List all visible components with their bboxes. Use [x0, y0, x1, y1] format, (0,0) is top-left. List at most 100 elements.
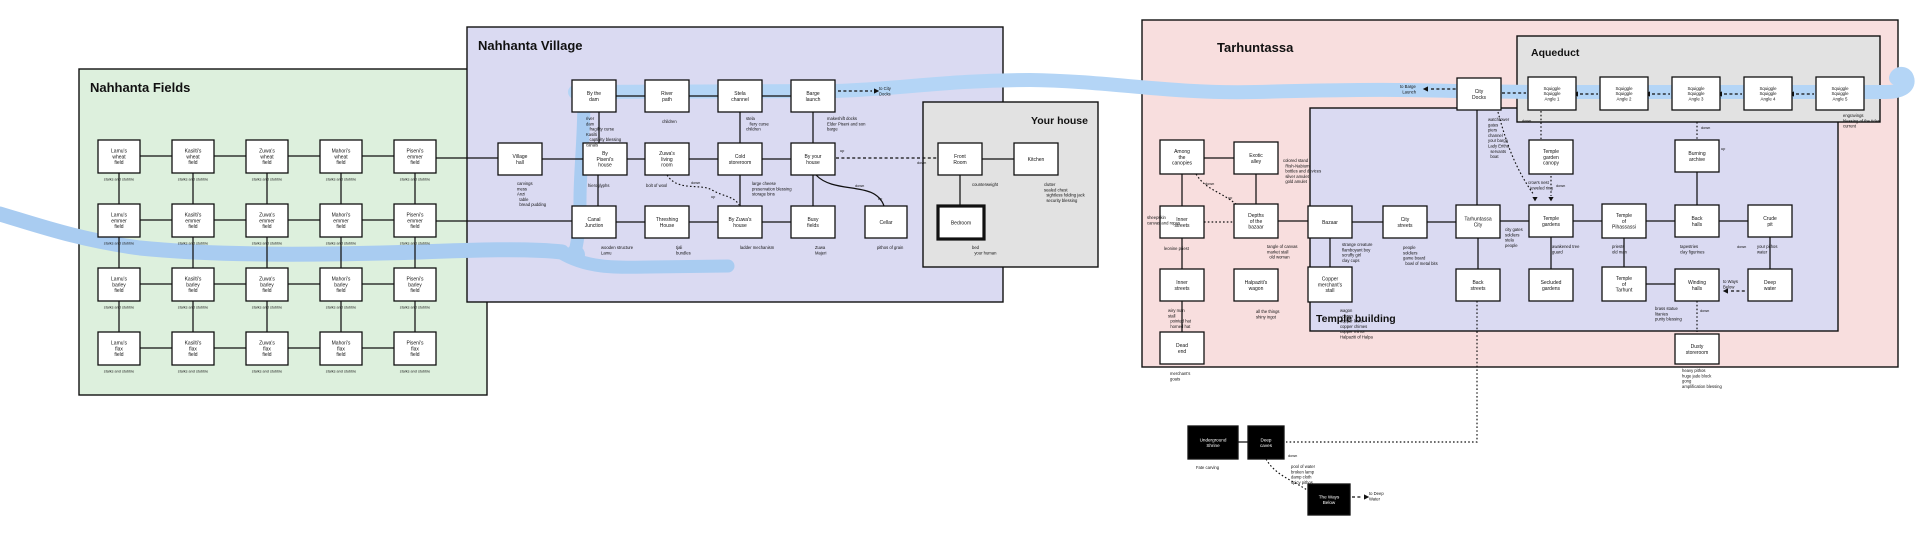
room-lamus-barley-field: [97, 267, 141, 302]
region-title-aqueduct: Aqueduct: [1531, 47, 1580, 59]
annotation: pithos of grain: [877, 245, 904, 250]
room-label-cellar: Cellar: [879, 220, 892, 226]
region-title-your-house: Your house: [1031, 115, 1088, 127]
room-zuwas-wheat-field: [245, 139, 289, 174]
room-sublabel: stalks and stubble: [400, 178, 430, 182]
room-among-the-canopies: [1159, 139, 1205, 175]
annotation: up: [711, 194, 715, 199]
arrow-icon: [1722, 288, 1728, 294]
annotation: down: [1288, 453, 1297, 458]
annotation: up: [1228, 195, 1232, 200]
annotation: bed your human: [972, 245, 997, 255]
room-sublabel: stalks and stubble: [400, 242, 430, 246]
room-lamus-emmer-field: [97, 203, 141, 238]
room-squiggle-angle-2: [1599, 76, 1649, 111]
arrow-icon: [1532, 197, 1538, 202]
room-label-kitchen: Kitchen: [1028, 157, 1045, 163]
room-kasiltis-barley-field: [171, 267, 215, 302]
room-bazaar: [1307, 205, 1353, 239]
arrow-icon: [1548, 197, 1554, 202]
room-sublabel: stalks and stubble: [326, 370, 356, 374]
annotation: to Barge Launch: [1400, 84, 1417, 94]
room-sublabel: stalks and stubble: [104, 242, 134, 246]
room-tarhuntassa-city: [1455, 204, 1501, 239]
room-temple-of-pihassassi: [1601, 203, 1647, 239]
arrow-icon: [1364, 494, 1370, 500]
room-winding-halls: [1674, 268, 1720, 302]
annotation: down: [691, 180, 700, 185]
room-dusty-storeroom: [1674, 333, 1720, 365]
annotation: down: [1556, 183, 1565, 188]
room-lamus-flax-field: [97, 331, 141, 366]
room-squiggle-angle-5: [1815, 76, 1865, 111]
annotation: down: [1737, 244, 1746, 249]
link-dot: [1497, 111, 1535, 196]
room-zuwas-emmer-field: [245, 203, 289, 238]
annotation: down: [917, 160, 926, 165]
room-back-streets: [1455, 268, 1501, 302]
room-crude-pit: [1747, 204, 1793, 238]
room-inner-streets-1: [1159, 205, 1205, 239]
room-pisenis-emmer-field-2: [393, 203, 437, 238]
link-solid: [815, 174, 885, 207]
room-temple-gardens: [1528, 204, 1574, 238]
room-sublabel: stalks and stubble: [178, 242, 208, 246]
room-stela-channel: [717, 79, 763, 113]
room-sublabel: stalks and stubble: [104, 178, 134, 182]
room-copper-merchants-stall: [1307, 266, 1353, 303]
room-by-the-dam: [571, 79, 617, 113]
annotation: down: [1701, 125, 1710, 130]
annotation: down: [1522, 118, 1531, 123]
room-sublabel: stalks and stubble: [400, 306, 430, 310]
room-temple-garden-canopy: [1528, 139, 1574, 175]
annotation: down: [1205, 181, 1214, 186]
room-temple-of-tarhunt: [1601, 266, 1647, 302]
room-kasiltis-wheat-field: [171, 139, 215, 174]
annotation: bolt of wool: [646, 183, 667, 188]
room-squiggle-angle-4: [1743, 76, 1793, 111]
annotation: down: [1700, 308, 1709, 313]
annotation: ladder mechanism: [740, 245, 775, 250]
room-busy-fields: [790, 205, 836, 239]
